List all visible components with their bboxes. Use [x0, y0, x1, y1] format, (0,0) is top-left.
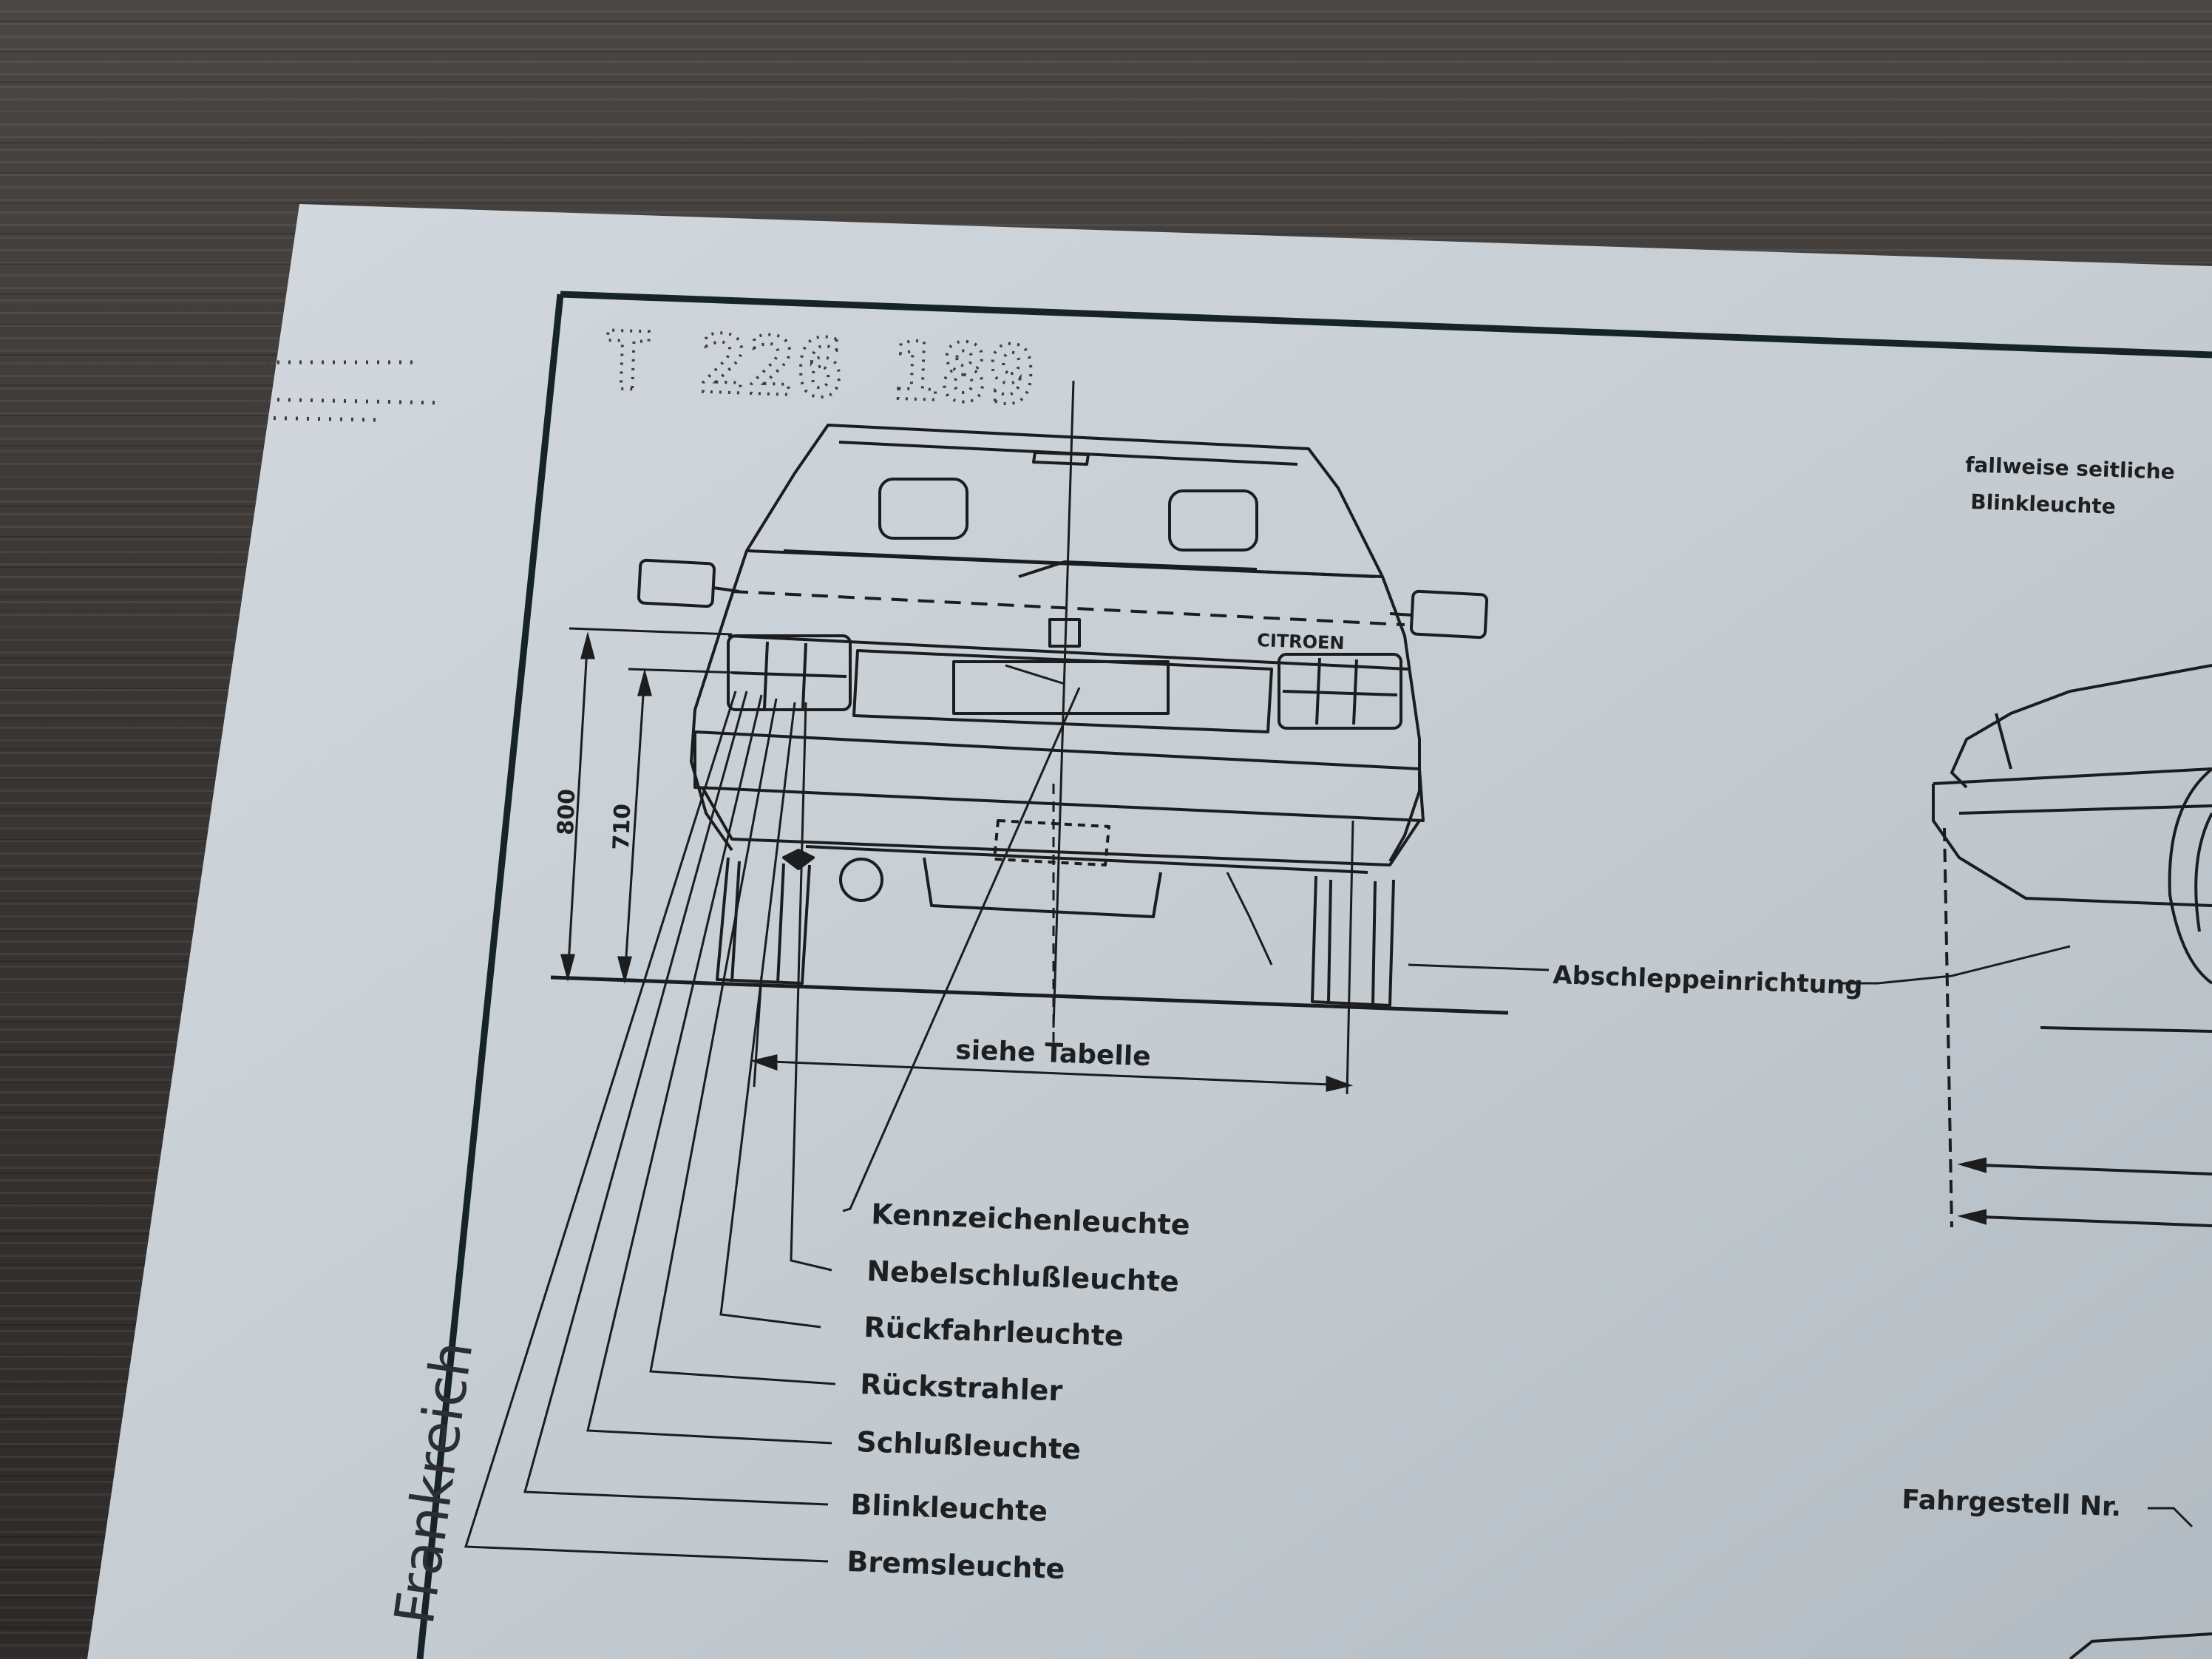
callout-schlussleuchte: Schlußleuchte	[856, 1425, 1082, 1466]
callout-blinkleuchte: Blinkleuchte	[850, 1488, 1048, 1527]
note-side-blinker-line2: Blinkleuchte	[1970, 489, 2117, 519]
headrest-left	[878, 478, 968, 540]
chassis-leader-line	[2148, 1507, 2194, 1528]
callout-rueckstrahler: Rückstrahler	[860, 1368, 1063, 1408]
mirror-left	[637, 558, 716, 608]
dimension-800: 800	[553, 788, 580, 835]
license-plate-area	[952, 660, 1170, 715]
tail-light-right	[1278, 653, 1402, 730]
car-side-view-partial	[1932, 664, 2212, 1659]
dimension-710: 710	[608, 803, 636, 850]
perforation-marks	[251, 360, 444, 422]
brand-badge: CITROEN	[1257, 630, 1345, 654]
track-width-label: siehe Tabelle	[955, 1035, 1152, 1072]
mirror-right	[1409, 589, 1489, 639]
callout-leader-lines	[464, 664, 2071, 1563]
car-rear-view-drawing	[550, 380, 1509, 1050]
drawing-frame	[416, 291, 2212, 1659]
paper-sheet	[87, 204, 2212, 1659]
stamp-number: T 226 189	[602, 315, 1037, 422]
headrest-right	[1168, 489, 1258, 552]
callout-bremsleuchte: Bremsleuchte	[847, 1545, 1065, 1585]
dimension-lines	[560, 627, 1354, 1095]
